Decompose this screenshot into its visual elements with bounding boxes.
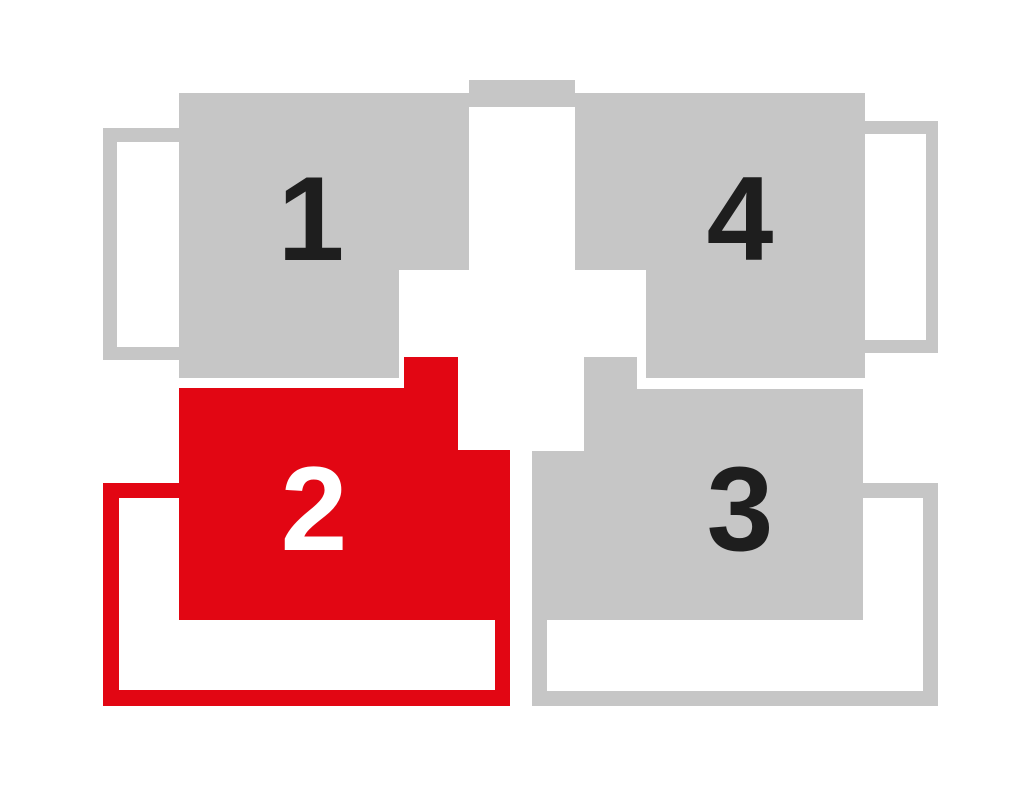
zone-4-frame (864, 121, 938, 353)
zone-1-block (179, 93, 469, 378)
zone-3-frame (532, 483, 938, 706)
zone-4-block (575, 93, 865, 378)
zone-4-label: 4 (706, 152, 774, 286)
zone-1-frame (103, 128, 180, 360)
zone-3-label: 3 (706, 442, 774, 576)
zone-2[interactable] (103, 357, 510, 706)
zone-2-label: 2 (280, 442, 348, 576)
zone-3[interactable] (532, 357, 938, 706)
zone-1[interactable] (103, 93, 469, 378)
zone-4[interactable] (575, 93, 938, 378)
zone-2-block (179, 357, 510, 620)
top-connector-bar (469, 80, 575, 107)
zone-1-label: 1 (277, 152, 345, 286)
